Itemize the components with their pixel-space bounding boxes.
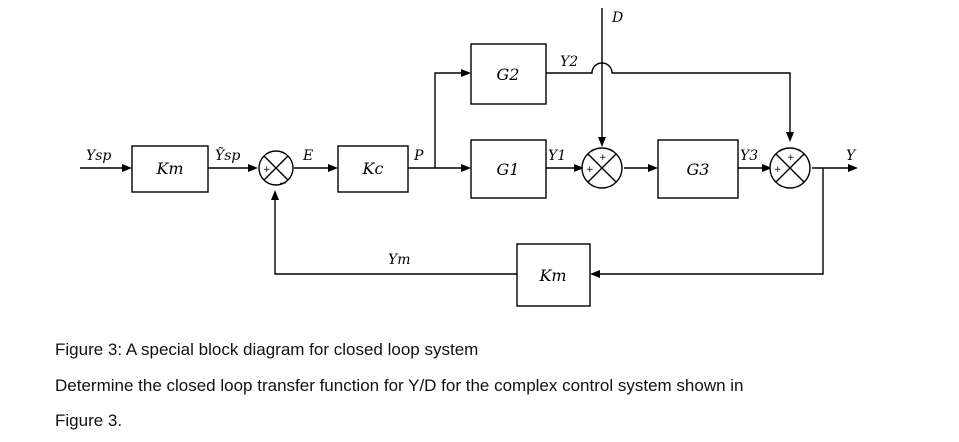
signal-e-label: E [302, 148, 313, 164]
block-g1-label: G1 [497, 160, 520, 179]
signal-y2-label: Y2 [560, 54, 578, 70]
signal-y3-label: Y3 [740, 148, 758, 164]
sum1-plus-sign: + [263, 165, 271, 175]
arrow-d [598, 137, 606, 147]
question-line-2: Figure 3. [55, 411, 123, 430]
wire-p-branch [434, 72, 463, 168]
wire-feedback [598, 168, 824, 275]
figure-caption: Figure 3: A special block diagram for cl… [55, 340, 479, 359]
block-km-input [131, 145, 209, 193]
block-g3-label: G3 [687, 160, 710, 179]
summing-junction-3 [769, 147, 811, 189]
block-kc-label: Kc [362, 159, 384, 178]
arrow-g2-in [461, 69, 471, 77]
signal-ysp-label: Ysp [86, 148, 111, 164]
block-km-feedback [516, 243, 591, 307]
signal-ysp-tilde-label: Ỹsp [215, 146, 240, 164]
signal-p-label: P [413, 148, 424, 164]
arrow-p [461, 164, 471, 172]
wire-ym [274, 198, 517, 275]
signal-y1-label: Y1 [548, 148, 566, 164]
summing-junction-1 [258, 150, 294, 186]
block-km-feedback-label: Km [538, 266, 566, 285]
arrow-ysp [122, 164, 132, 172]
arrow-g3-in [648, 164, 658, 172]
block-g3 [657, 139, 739, 199]
block-g2-label: G2 [497, 65, 520, 84]
sum3-plus-left: + [774, 165, 782, 175]
arrow-e [328, 164, 338, 172]
summing-junction-2 [581, 147, 623, 189]
sum2-plus-top: + [599, 153, 607, 163]
block-g1 [470, 139, 547, 199]
wire-y2 [546, 62, 791, 134]
block-kc [337, 145, 409, 193]
question-line-1: Determine the closed loop transfer funct… [55, 376, 744, 395]
block-km-input-label: Km [155, 159, 183, 178]
signal-d-label: D [611, 10, 623, 26]
arrow-y2 [786, 132, 794, 142]
signal-y-label: Y [846, 148, 857, 164]
arrow-y1 [574, 164, 584, 172]
block-g2 [470, 43, 547, 105]
sum1-minus-sign: − [279, 179, 287, 189]
arrow-y3 [762, 164, 772, 172]
sum3-plus-top: + [787, 153, 795, 163]
arrow-y [848, 164, 858, 172]
sum2-plus-left: + [586, 165, 594, 175]
arrow-ym [271, 190, 279, 200]
arrow-ysp-tilde [248, 164, 258, 172]
block-diagram: Km Kc G2 G1 G3 Km + − + + + + Ysp Ỹsp E … [80, 8, 858, 307]
arrow-feedback [590, 270, 600, 278]
signal-ym-label: Ym [388, 252, 411, 268]
